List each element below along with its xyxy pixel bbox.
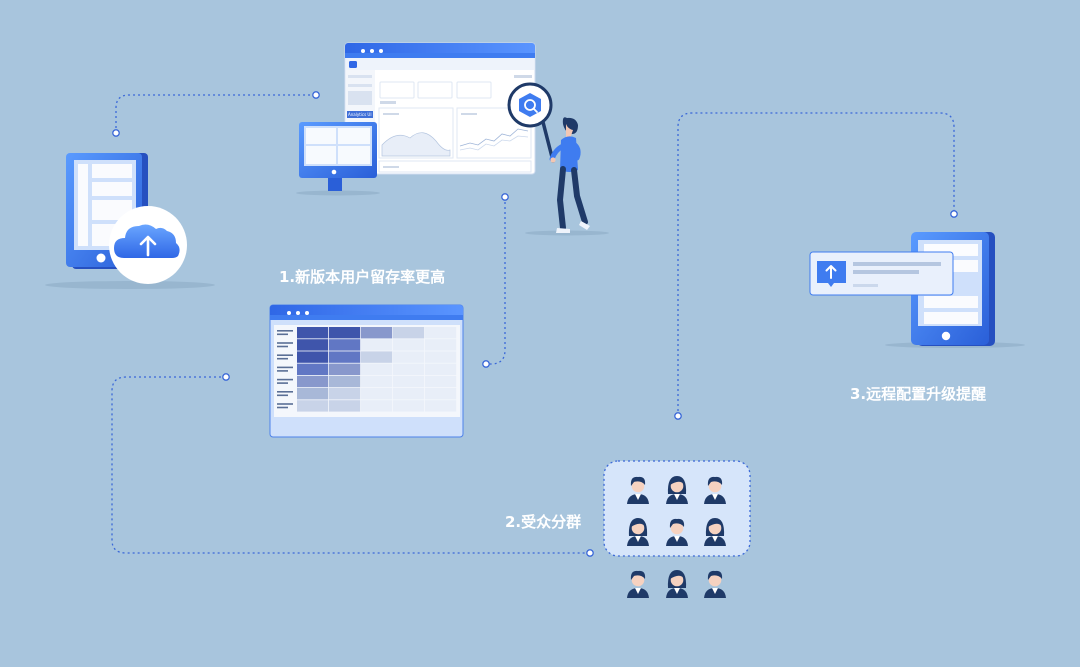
heatmap-cell xyxy=(425,375,457,388)
heatmap-row-label xyxy=(277,354,293,356)
retention-heatmap xyxy=(269,304,464,438)
user-avatar-icon xyxy=(627,476,649,504)
heatmap-cell xyxy=(361,327,393,339)
heatmap-row-label xyxy=(277,382,288,384)
heatmap-cell xyxy=(297,375,329,388)
heatmap-cell xyxy=(393,351,425,363)
window-dots xyxy=(361,49,383,53)
heatmap-row-label xyxy=(277,403,293,405)
heatmap-cell xyxy=(361,339,393,351)
heatmap-cell xyxy=(393,388,425,400)
heatmap-cell xyxy=(329,327,361,339)
audience-group xyxy=(603,460,751,598)
heatmap-cell xyxy=(425,327,457,339)
user-avatar-icon xyxy=(704,476,726,504)
connector-tablet-to-dashboard xyxy=(115,94,316,133)
heatmap-row-label xyxy=(277,391,293,393)
heatmap-row-label xyxy=(277,330,293,332)
heatmap-cell xyxy=(361,351,393,363)
heatmap-cell xyxy=(329,351,361,363)
heatmap-cell xyxy=(329,388,361,400)
heatmap-cell xyxy=(425,388,457,400)
analytics-magnifier-icon xyxy=(519,93,541,117)
analytics-dashboard xyxy=(344,42,536,175)
desktop-monitor xyxy=(296,122,380,196)
heatmap-cell xyxy=(393,363,425,375)
heatmap-row-label xyxy=(277,370,288,372)
connector-dashboard-to-heatmap xyxy=(486,197,506,365)
heatmap-cell xyxy=(297,351,329,363)
dashboard-sidebar-button-label: Analytics UI xyxy=(348,112,372,117)
heatmap-cell xyxy=(361,375,393,388)
heatmap-cell xyxy=(361,400,393,412)
heatmap-cell xyxy=(329,375,361,388)
heatmap-row-label xyxy=(277,333,288,336)
user-avatar-icon xyxy=(704,570,726,598)
heatmap-cell xyxy=(297,339,329,351)
user-avatar-icon xyxy=(627,570,649,598)
heatmap-cell xyxy=(297,400,329,412)
connector-heatmap-to-audience xyxy=(111,376,590,554)
heatmap-cell xyxy=(393,375,425,388)
heatmap-row-label xyxy=(277,406,288,409)
step-2-label: 2.受众分群 xyxy=(505,513,582,531)
step-3-label: 3.远程配置升级提醒 xyxy=(850,385,987,403)
heatmap-row-label xyxy=(277,357,288,360)
heatmap-cell xyxy=(297,388,329,400)
cloud-upload-icon xyxy=(109,206,187,284)
user-avatar-icon xyxy=(704,518,726,546)
analyst-figure xyxy=(507,82,609,236)
connector-endpoints xyxy=(112,91,958,557)
heatmap-cell xyxy=(393,400,425,412)
heatmap-cell xyxy=(393,327,425,339)
heatmap-cell xyxy=(297,363,329,375)
heatmap-row-label xyxy=(277,366,293,369)
connector-lines xyxy=(111,94,955,554)
heatmap-cell xyxy=(361,363,393,375)
window-dots xyxy=(287,311,309,315)
heatmap-cells xyxy=(277,327,457,412)
upgrade-arrow-icon xyxy=(817,261,846,287)
heatmap-cell xyxy=(425,339,457,351)
heatmap-cell xyxy=(425,351,457,363)
heatmap-cell xyxy=(329,339,361,351)
heatmap-row-label xyxy=(277,345,288,348)
heatmap-row-label xyxy=(277,378,293,381)
heatmap-cell xyxy=(329,400,361,412)
audience-avatars xyxy=(627,476,726,598)
heatmap-cell xyxy=(329,363,361,375)
upgrade-notification xyxy=(809,251,954,296)
user-avatar-icon xyxy=(666,518,688,546)
user-avatar-icon xyxy=(627,518,649,546)
user-avatar-icon xyxy=(666,476,688,504)
heatmap-cell xyxy=(361,388,393,400)
heatmap-cell xyxy=(297,327,329,339)
sidebar-button xyxy=(347,111,373,118)
user-avatar-icon xyxy=(666,570,688,598)
heatmap-row-label xyxy=(277,342,293,344)
connector-audience-to-phone xyxy=(677,112,955,416)
step-1-label: 1.新版本用户留存率更高 xyxy=(279,268,446,286)
heatmap-cell xyxy=(425,363,457,375)
heatmap-cell xyxy=(425,400,457,412)
heatmap-cell xyxy=(393,339,425,351)
heatmap-row-label xyxy=(277,394,288,397)
